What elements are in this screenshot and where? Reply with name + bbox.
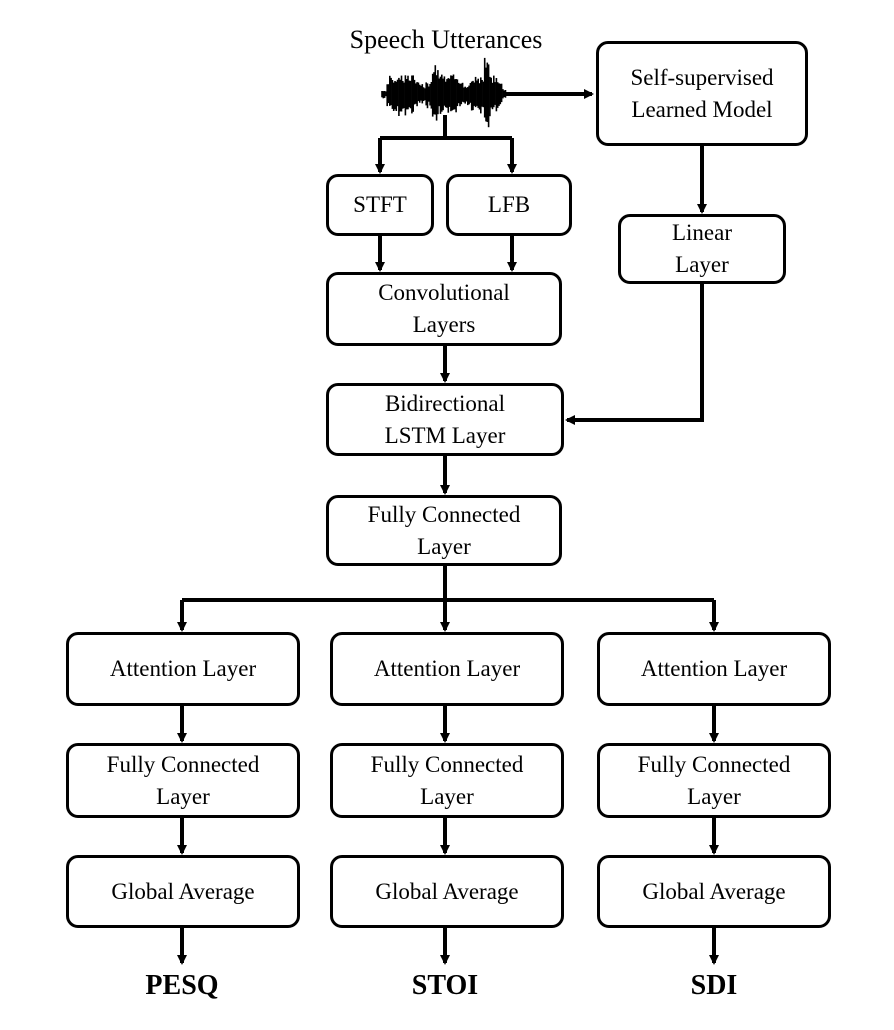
attention-box-3: Attention Layer [597, 632, 831, 706]
output-label-2: STOI [411, 970, 479, 1001]
conv-layers-box: Convolutional Layers [326, 272, 562, 346]
fc-label-3: Fully Connected Layer [637, 751, 791, 809]
output-label-1: PESQ [145, 970, 219, 1001]
lfb-label: LFB [487, 192, 531, 217]
output-label-3: SDI [690, 970, 738, 1001]
fc-box-1: Fully Connected Layer [66, 743, 300, 818]
linear-layer-box: Linear Layer [618, 214, 786, 284]
pool-box-2: Global Average [330, 855, 564, 928]
conv-layers-label: Convolutional Layers [378, 280, 510, 337]
fc-shared-box: Fully Connected Layer [326, 495, 562, 566]
fc-label-1: Fully Connected Layer [106, 751, 260, 809]
fc-shared-label: Fully Connected Layer [367, 501, 521, 559]
blstm-box: Bidirectional LSTM Layer [326, 383, 564, 456]
blstm-label: Bidirectional LSTM Layer [384, 390, 506, 448]
fc-box-3: Fully Connected Layer [597, 743, 831, 818]
arrow-linear-to-blstm [565, 284, 704, 425]
pool-label-3: Global Average [642, 878, 786, 904]
input-label: Speech Utterances [349, 25, 543, 54]
pool-label-1: Global Average [111, 878, 255, 904]
waveform-icon [381, 57, 507, 128]
ssl-model-label: Self-supervised Learned Model [630, 64, 774, 122]
pool-label-2: Global Average [375, 878, 519, 904]
pool-box-1: Global Average [66, 855, 300, 928]
connectors [177, 89, 719, 965]
pool-box-3: Global Average [597, 855, 831, 928]
attention-label-3: Attention Layer [640, 656, 788, 681]
fc-label-2: Fully Connected Layer [370, 751, 524, 809]
fc-box-2: Fully Connected Layer [330, 743, 564, 818]
linear-layer-label: Linear Layer [671, 220, 732, 277]
stft-box: STFT [326, 174, 434, 236]
attention-label-2: Attention Layer [373, 656, 521, 681]
attention-box-2: Attention Layer [330, 632, 564, 706]
attention-label-1: Attention Layer [109, 656, 257, 681]
ssl-model-box: Self-supervised Learned Model [596, 41, 808, 146]
attention-box-1: Attention Layer [66, 632, 300, 706]
stft-label: STFT [353, 192, 407, 217]
lfb-box: LFB [446, 174, 572, 236]
